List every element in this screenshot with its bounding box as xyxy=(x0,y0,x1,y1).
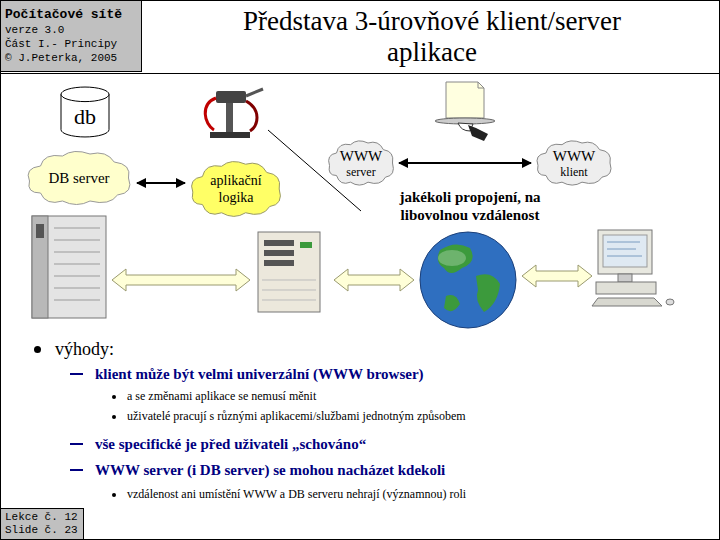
globe xyxy=(420,232,516,328)
bullet-dash xyxy=(70,373,83,375)
header-text: verze 3.0 xyxy=(5,23,122,37)
header-text: © J.Peterka, 2005 xyxy=(5,51,122,65)
db-server-cloud: DB server xyxy=(24,148,134,208)
db-server-tower xyxy=(32,216,106,318)
footer-text: Slide č. 23 xyxy=(5,524,78,537)
node-text-group: WWWklient xyxy=(553,148,595,179)
bullet-dot xyxy=(112,395,116,399)
cloud-label: WWW xyxy=(553,148,595,165)
bullet-heading: výhody: xyxy=(55,339,114,360)
cloud-shape xyxy=(537,141,611,185)
double-arrow xyxy=(137,182,185,184)
cloud-shape xyxy=(28,151,130,204)
node-text-group: Lekce č. 12Slide č. 23 xyxy=(5,511,78,537)
bullet-dash xyxy=(70,469,83,471)
cloud-label: DB server xyxy=(48,169,109,187)
node-text-group: DB server xyxy=(48,169,109,187)
cylinder-rim xyxy=(61,94,109,101)
node-text-group: db xyxy=(74,95,96,129)
footer-text: Lekce č. 12 xyxy=(5,511,78,524)
application-server xyxy=(258,232,320,312)
double-arrow xyxy=(399,162,531,164)
bullet-dash xyxy=(70,443,83,445)
hand-with-page-icon xyxy=(435,82,495,141)
header-text: Počítačové sítě xyxy=(5,7,122,23)
bullet-dot xyxy=(34,346,41,353)
database-cylinder: db xyxy=(60,86,110,138)
slide-title: Představa 3-úrovňové klient/server aplik… xyxy=(212,6,652,68)
cloud-shape xyxy=(192,162,281,217)
cloud-label: server xyxy=(340,165,382,179)
header-text: Část I.- Principy xyxy=(5,37,122,51)
cloud-shape xyxy=(329,141,394,185)
node-text-group: aplikační logika xyxy=(202,172,270,206)
www-server-cloud: WWWserver xyxy=(326,138,396,188)
sub-bullet-text: a se změnami aplikace se nemusí měnit xyxy=(127,389,316,404)
header-rule xyxy=(0,73,720,74)
sub-bullet-text: vzdálenost ani umístění WWW a DB serveru… xyxy=(127,487,466,502)
www-client-cloud: WWWklient xyxy=(534,138,614,188)
bullet-text: klient může být velmi univerzální (WWW b… xyxy=(95,365,424,383)
cloud-outline xyxy=(188,158,284,220)
cloud-label: WWW xyxy=(340,148,382,165)
cloud-label: klient xyxy=(553,165,595,179)
cylinder-body xyxy=(61,87,109,137)
link-arrows xyxy=(112,265,592,291)
node-text-group: Počítačové sítěverze 3.0Část I.- Princip… xyxy=(5,7,122,65)
network-note: jakékoli propojení, na libovolnou vzdále… xyxy=(375,188,565,224)
app-logic-cloud: aplikační logika xyxy=(188,158,284,220)
header-box: Počítačové sítěverze 3.0Část I.- Princip… xyxy=(0,0,142,72)
bullet-text: vše specifické je před uživateli „schová… xyxy=(95,435,366,453)
client-pc xyxy=(592,230,674,306)
sub-bullet-text: uživatelé pracují s různými aplikacemi/s… xyxy=(127,409,466,424)
database-label: db xyxy=(74,105,96,129)
tool-icon xyxy=(205,89,263,138)
bullet-text: WWW server (i DB server) se mohou nacház… xyxy=(95,461,445,479)
bullet-dot xyxy=(112,493,116,497)
node-text-group: WWWserver xyxy=(340,148,382,179)
cloud-label: aplikační logika xyxy=(202,172,270,206)
footer-box: Lekce č. 12Slide č. 23 xyxy=(0,508,84,540)
bullet-dot xyxy=(112,415,116,419)
